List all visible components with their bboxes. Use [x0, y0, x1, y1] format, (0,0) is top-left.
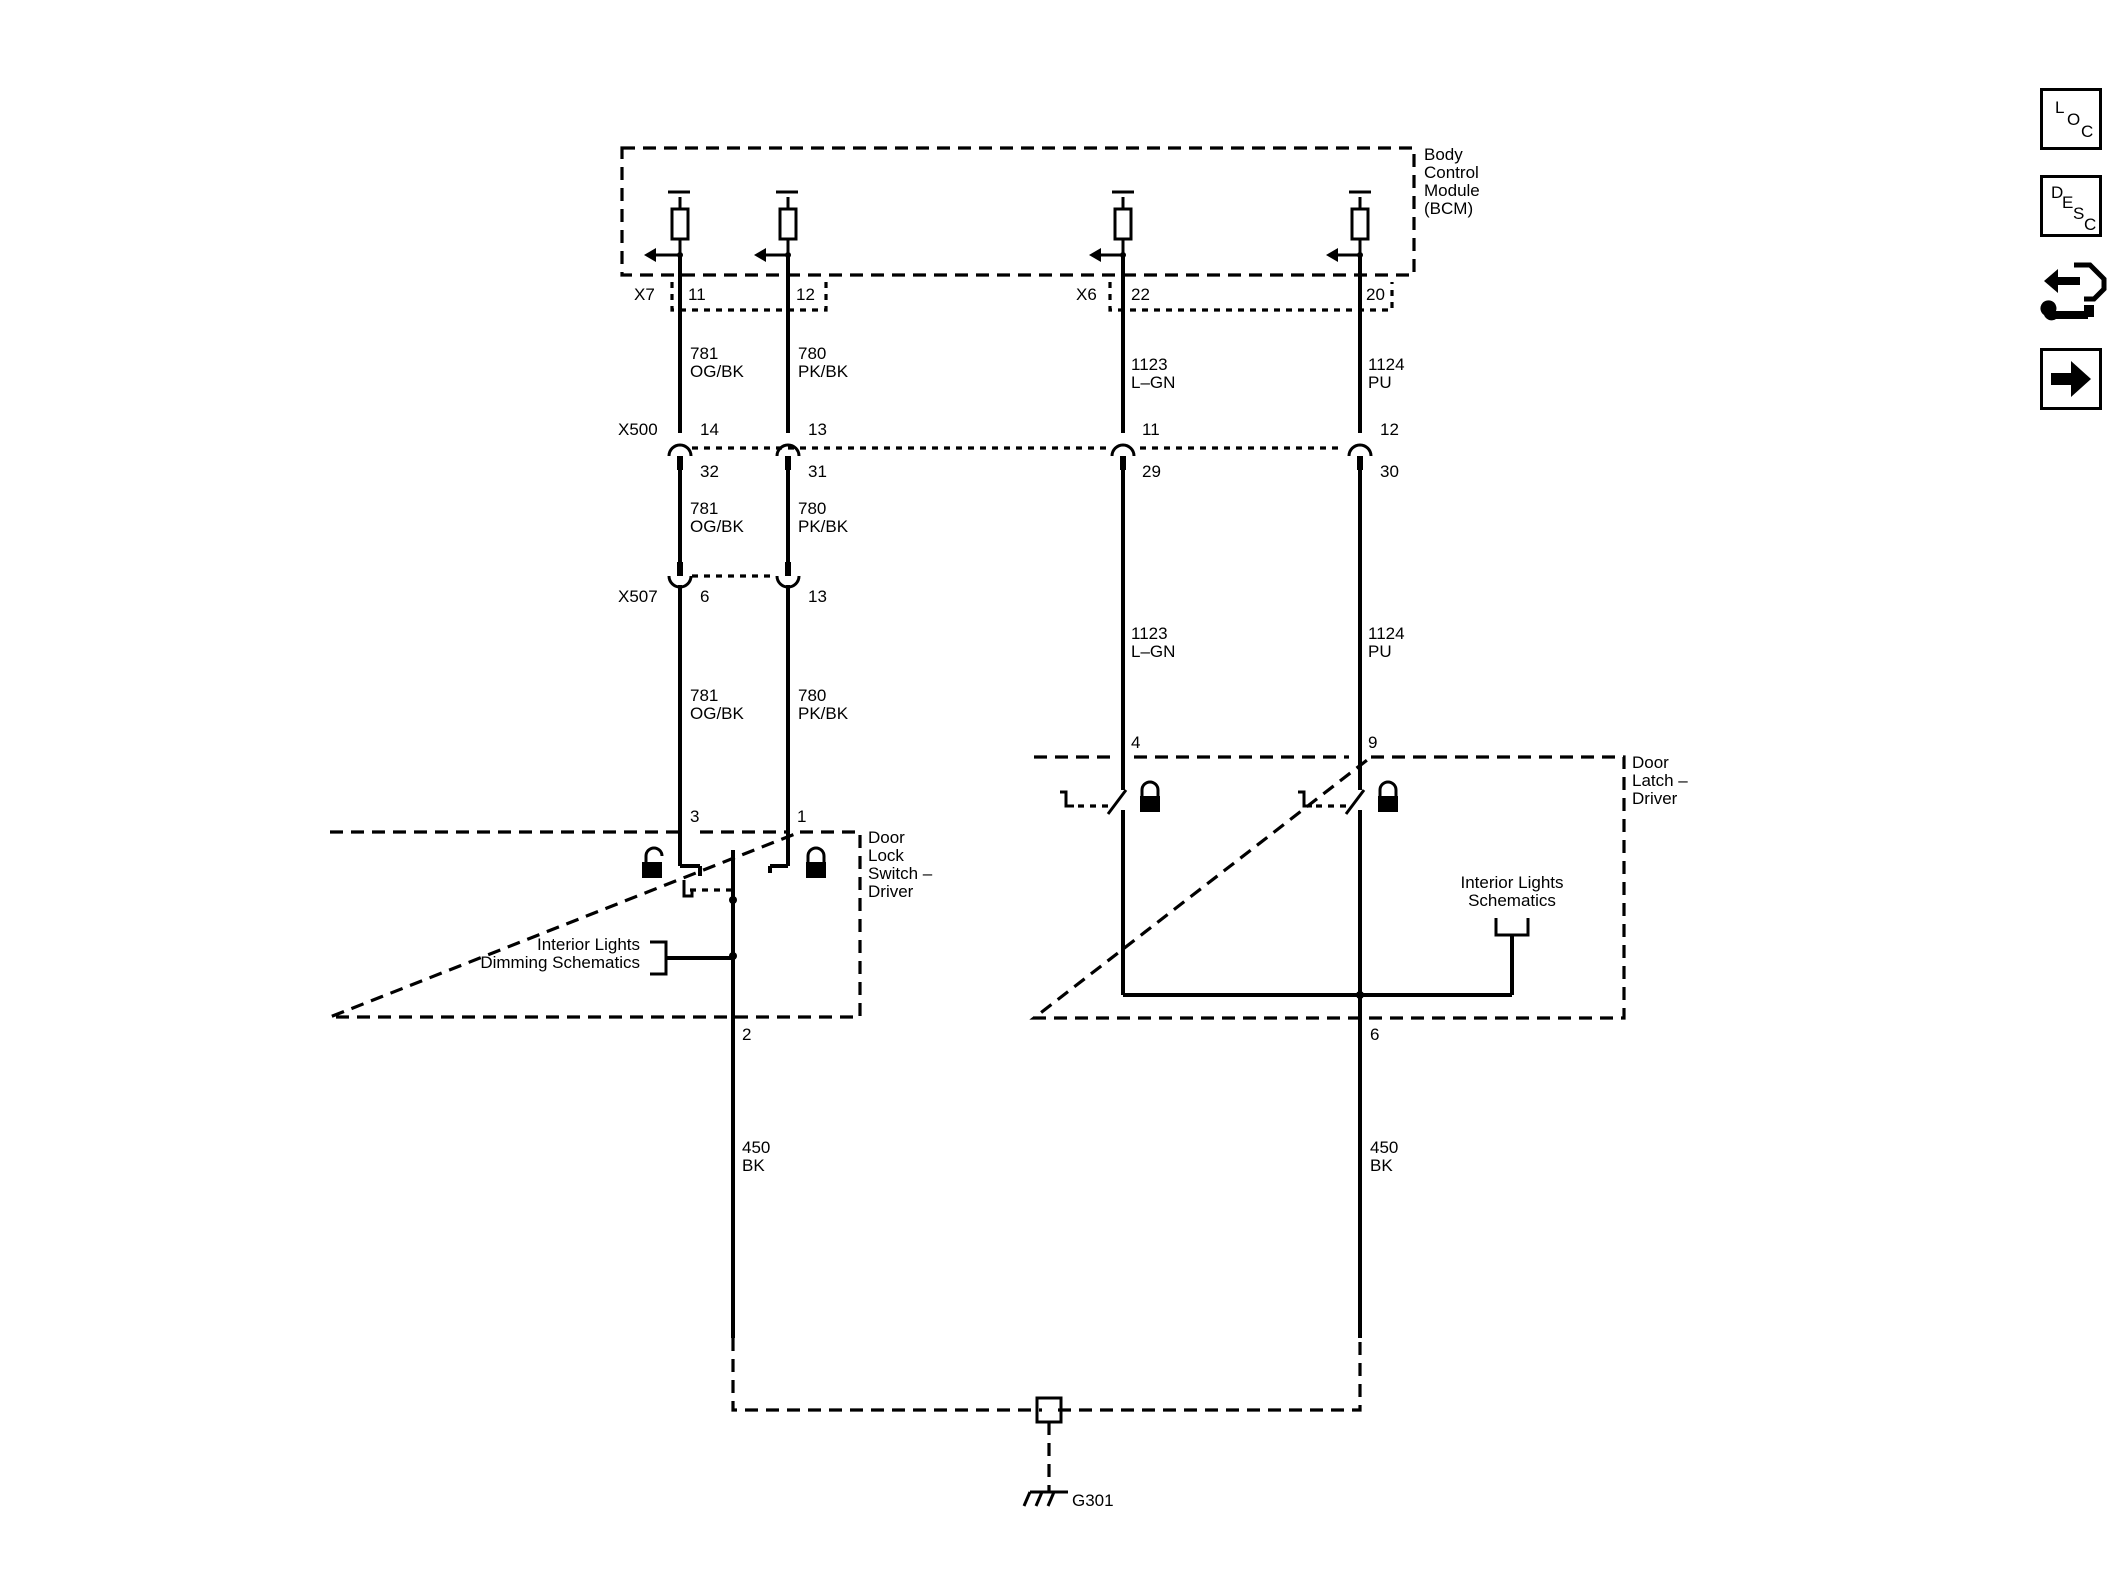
pin-x500-29: 29 — [1142, 462, 1161, 481]
pin-x507-6: 6 — [700, 587, 709, 606]
pin-bcm-22: 22 — [1131, 285, 1150, 304]
wire-781-num-3: 781 — [690, 686, 718, 705]
service-button[interactable] — [2040, 255, 2107, 321]
latch-label-1: Door — [1632, 753, 1669, 772]
loc-letter-c: C — [2081, 122, 2094, 141]
door-lock-switch-module: Door Lock Switch – Driver 3 1 2 Interior… — [329, 807, 933, 1044]
wire-1123-num-1: 1123 — [1131, 355, 1168, 374]
lock-switch-label-2: Lock — [868, 846, 904, 865]
door-latch-module: Door Latch – Driver 4 9 6 Interior Light… — [1029, 733, 1688, 1044]
arrow-right-icon — [2051, 361, 2091, 397]
wire-781-color-2: OG/BK — [690, 517, 745, 536]
wire-781-num-2: 781 — [690, 499, 718, 518]
desc-letter-e: E — [2062, 193, 2074, 212]
wire-1123-color-1: L–GN — [1131, 373, 1175, 392]
pin-switch-3: 3 — [690, 807, 699, 826]
bcm-label-4: (BCM) — [1424, 199, 1473, 218]
wire-1123-num-2: 1123 — [1131, 624, 1168, 643]
connector-x7-label: X7 — [634, 285, 655, 304]
wire-1124-color-1: PU — [1368, 373, 1392, 392]
connector-x6: X6 22 20 — [1076, 282, 1394, 312]
circuit-781 — [678, 255, 702, 876]
wire-1124-color-2: PU — [1368, 642, 1392, 661]
location-button[interactable]: L O C — [2040, 88, 2102, 150]
loc-letter-o: O — [2067, 110, 2081, 129]
wire-780-color-1: PK/BK — [798, 362, 849, 381]
pin-switch-2: 2 — [742, 1025, 751, 1044]
wire-labels: 781 OG/BK 780 PK/BK 1123 L–GN 1124 PU 78… — [690, 344, 1405, 1175]
pin-bcm-20: 20 — [1366, 285, 1385, 304]
connector-x500-label: X500 — [618, 420, 658, 439]
desc-letter-c: C — [2084, 215, 2097, 234]
latch-label-3: Driver — [1632, 789, 1678, 808]
interior-ref-line-1: Interior Lights — [1461, 873, 1564, 892]
description-button[interactable]: D E S C — [2040, 175, 2102, 237]
pin-x500-32: 32 — [700, 462, 719, 481]
wire-1123-color-2: L–GN — [1131, 642, 1175, 661]
bcm-driver-1123 — [1089, 190, 1134, 262]
lock-switch-label-3: Switch – — [868, 864, 933, 883]
latch-label-2: Latch – — [1632, 771, 1688, 790]
wire-450-num-2: 450 — [1370, 1138, 1398, 1157]
pin-bcm-12: 12 — [796, 285, 815, 304]
wire-450-color-2: BK — [1370, 1156, 1393, 1175]
desc-letter-s: S — [2073, 204, 2085, 223]
pin-x507-13: 13 — [808, 587, 827, 606]
pin-x500-14: 14 — [700, 420, 719, 439]
pin-bcm-11: 11 — [688, 285, 706, 304]
pin-x500-13: 13 — [808, 420, 827, 439]
bcm-label-1: Body — [1424, 145, 1463, 164]
next-button[interactable] — [2040, 348, 2102, 410]
pin-latch-4: 4 — [1131, 733, 1140, 752]
pin-x500-31: 31 — [808, 462, 827, 481]
wire-780-color-3: PK/BK — [798, 704, 849, 723]
pin-x500-11: 11 — [1142, 420, 1160, 439]
connector-x6-label: X6 — [1076, 285, 1097, 304]
ground-g301: G301 — [731, 1338, 1362, 1510]
pin-x500-30: 30 — [1380, 462, 1399, 481]
lock-icon — [806, 846, 826, 878]
latch-lock-icon-1 — [1140, 780, 1160, 812]
pin-latch-6: 6 — [1370, 1025, 1379, 1044]
connector-x507: X507 6 13 — [618, 562, 827, 606]
connector-x7: X7 11 12 — [634, 282, 828, 312]
pin-latch-9: 9 — [1368, 733, 1377, 752]
loc-letter-l: L — [2055, 98, 2065, 117]
wire-781-color-3: OG/BK — [690, 704, 745, 723]
unlock-icon — [642, 846, 664, 878]
lock-switch-label-4: Driver — [868, 882, 914, 901]
bcm-module: Body Control Module (BCM) — [620, 145, 1480, 277]
wrench-service-icon — [2040, 262, 2107, 321]
dimming-ref-line-1: Interior Lights — [537, 935, 640, 954]
wire-781-color-1: OG/BK — [690, 362, 745, 381]
wire-450-num-1: 450 — [742, 1138, 770, 1157]
bcm-driver-1124 — [1326, 190, 1371, 262]
wire-780-num-3: 780 — [798, 686, 826, 705]
circuit-780 — [768, 255, 790, 873]
ground-label: G301 — [1072, 1491, 1114, 1510]
wire-1124-num-2: 1124 — [1368, 624, 1405, 643]
bcm-driver-781 — [644, 190, 690, 262]
wire-780-num-2: 780 — [798, 499, 826, 518]
wire-781-num-1: 781 — [690, 344, 718, 363]
wire-780-color-2: PK/BK — [798, 517, 849, 536]
connector-x500: X500 14 13 11 12 32 31 29 30 — [618, 420, 1399, 481]
latch-lock-icon-2 — [1378, 780, 1398, 812]
desc-letter-d: D — [2051, 183, 2064, 202]
pin-switch-1: 1 — [797, 807, 806, 826]
bcm-label-2: Control — [1424, 163, 1479, 182]
wire-450-color-1: BK — [742, 1156, 765, 1175]
bcm-label-3: Module — [1424, 181, 1480, 200]
wire-780-num-1: 780 — [798, 344, 826, 363]
pin-x500-12: 12 — [1380, 420, 1399, 439]
bcm-driver-780 — [754, 190, 798, 262]
wire-1124-num-1: 1124 — [1368, 355, 1405, 374]
connector-x507-label: X507 — [618, 587, 658, 606]
dimming-ref-line-2: Dimming Schematics — [480, 953, 640, 972]
lock-switch-label-1: Door — [868, 828, 905, 847]
interior-ref-line-2: Schematics — [1468, 891, 1556, 910]
